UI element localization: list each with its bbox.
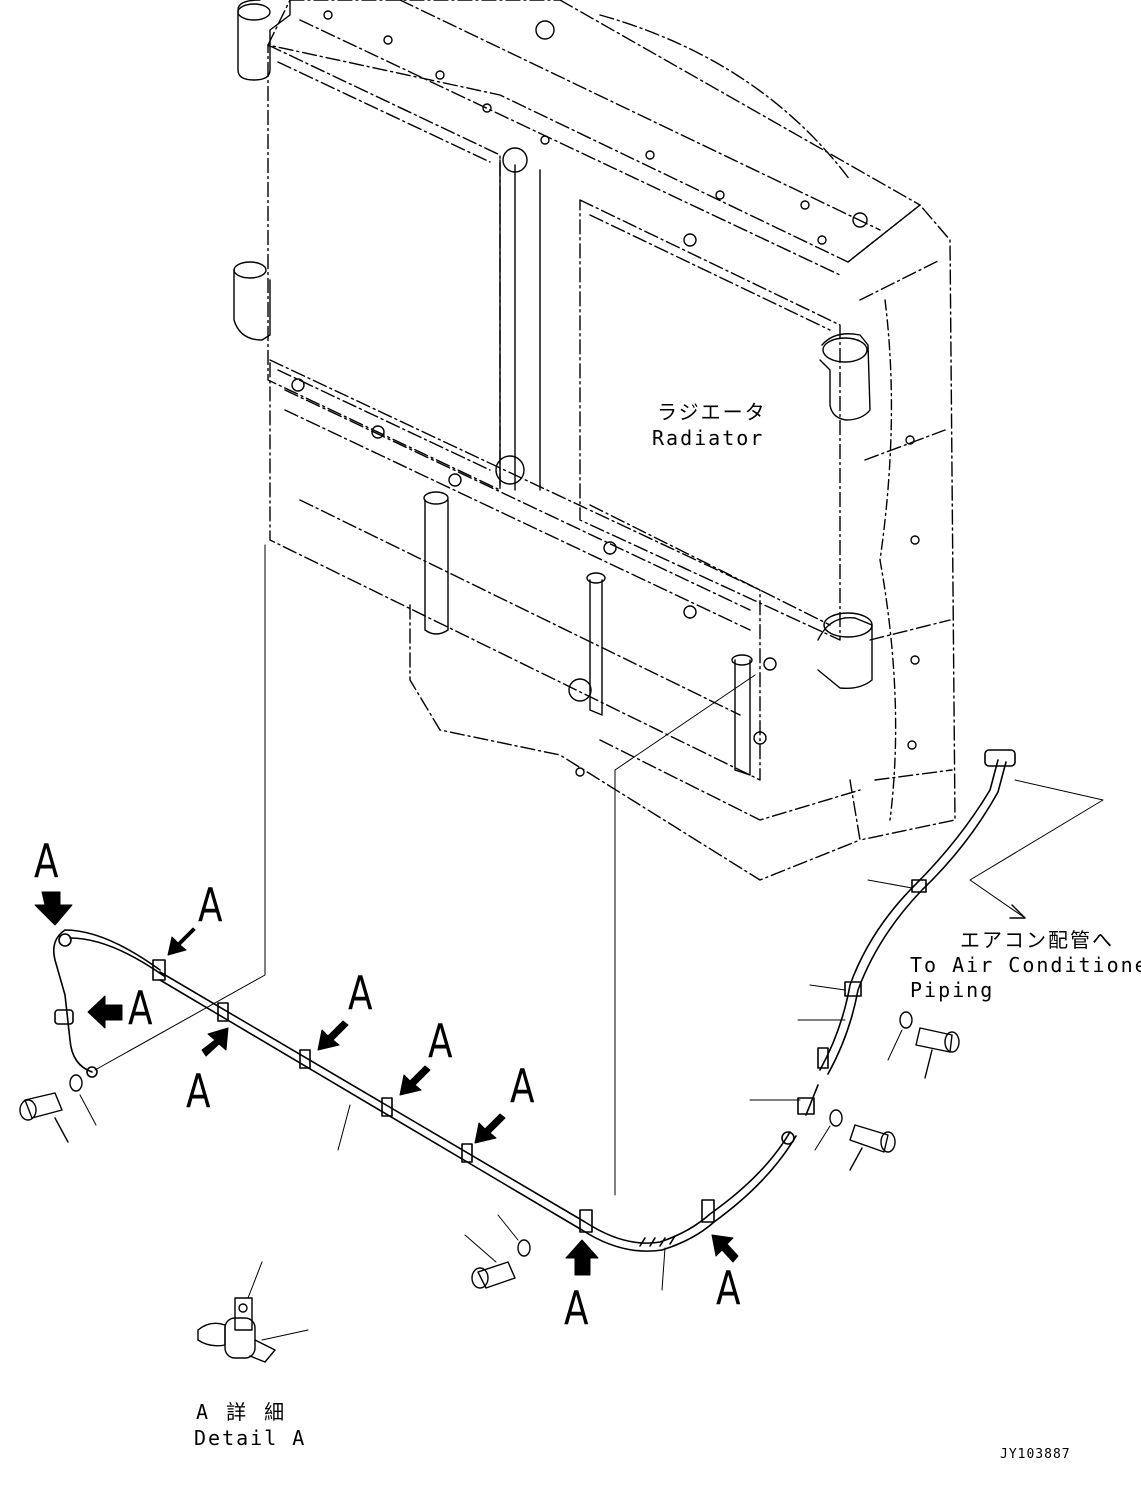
aircon-label-en-1: To Air Conditioner [910, 953, 1141, 977]
radiator-left-core [267, 44, 501, 491]
bottom-tank [409, 604, 861, 881]
callout-a-4: A [186, 1064, 211, 1118]
harness-main-run [159, 971, 791, 1244]
harness-left-loop [52, 929, 161, 1073]
arrow-1 [34, 891, 73, 926]
lower-right-elbow [817, 616, 873, 690]
callout-a-1: A [34, 834, 59, 888]
callout-a-8: A [564, 1281, 589, 1335]
callout-a-2: A [198, 878, 223, 932]
center-post [589, 579, 603, 716]
detail-label-jp: A 詳 細 [196, 1400, 288, 1424]
callout-a-5: A [348, 966, 373, 1020]
arrow-5 [317, 1020, 349, 1051]
part-leaders [337, 879, 913, 1291]
upper-left-elbow [237, 0, 291, 81]
washer-left [69, 1074, 83, 1092]
arrow-9 [711, 1234, 739, 1263]
upper-right-elbow [819, 333, 871, 421]
arrow-3 [87, 995, 123, 1029]
washer-right-upper [899, 1011, 913, 1029]
arrow-6 [399, 1065, 431, 1096]
detail-label-en: Detail A [194, 1426, 307, 1450]
aircon-label-jp: エアコン配管へ [960, 928, 1114, 952]
bolt-left [19, 1092, 69, 1143]
harness-clamps [152, 959, 715, 1233]
bolt-right-upper [915, 1027, 960, 1079]
washer-bottom [517, 1239, 531, 1257]
leader-left-bolt [94, 544, 266, 1071]
radiator-top [267, 0, 921, 263]
callout-arrows [34, 891, 739, 1276]
harness [52, 749, 1016, 1252]
leader-center-bolt [614, 674, 756, 1196]
arrow-2 [167, 927, 196, 956]
arrow-7 [474, 1113, 506, 1144]
washer-right-lower [829, 1109, 843, 1127]
callout-a-7: A [510, 1059, 535, 1113]
bolt-bottom [471, 1261, 516, 1289]
callout-a-9: A [716, 1261, 741, 1315]
arrow-4 [201, 1027, 229, 1057]
lower-left-elbow [233, 269, 271, 341]
aircon-leader [969, 779, 1104, 919]
arrow-8 [565, 1239, 599, 1276]
callout-a-6: A [428, 1014, 453, 1068]
detail-a-sketch [197, 1261, 309, 1363]
side-frame [847, 204, 956, 841]
radiator-assembly [233, 0, 956, 881]
radiator-label-jp: ラジエータ [657, 400, 767, 424]
radiator-label-en: Radiator [652, 426, 765, 450]
right-post [734, 659, 751, 776]
harness-right-hose [819, 759, 999, 1071]
bolt-right-lower [849, 1124, 896, 1171]
radiator-bolts [291, 10, 920, 777]
aircon-label-en-2: Piping [910, 978, 995, 1002]
drawing-code: JY103887 [1000, 1447, 1071, 1462]
lower-cooler [269, 359, 761, 781]
callout-a-3: A [128, 981, 153, 1035]
radiator-right-core [579, 199, 841, 641]
left-post [424, 499, 449, 635]
